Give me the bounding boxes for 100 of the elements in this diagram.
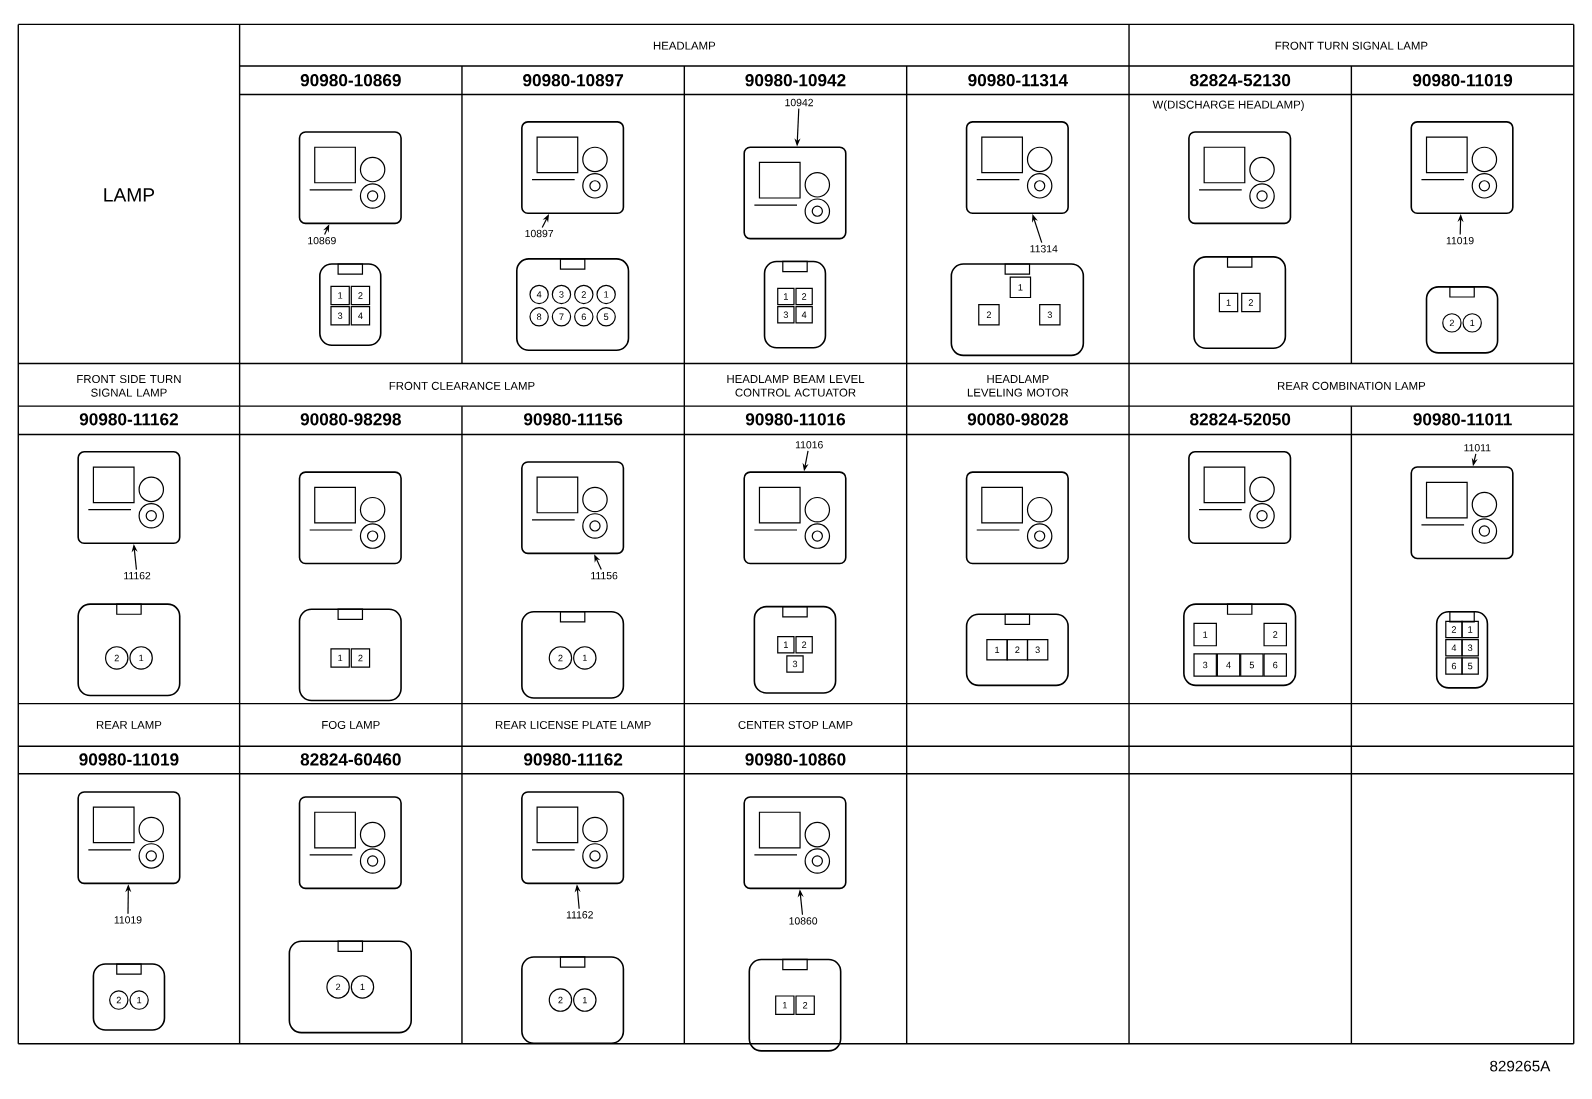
header-label: REAR LAMP <box>96 721 162 729</box>
connector-drawing <box>521 791 625 885</box>
pin-number: 3 <box>1039 304 1061 326</box>
leader-number: 10860 <box>789 917 818 925</box>
connector-drawing <box>743 146 847 240</box>
leader-number: 11011 <box>1464 444 1491 452</box>
connector-drawing <box>1410 121 1514 215</box>
pin-number: 7 <box>551 307 572 327</box>
connector-drawing <box>743 796 847 890</box>
pin-number: 5 <box>1240 653 1264 677</box>
part-number: 90980-11011 <box>1413 413 1512 426</box>
pin-number: 2 <box>1241 292 1261 313</box>
pin-number: 1 <box>573 646 597 670</box>
pin-number: 2 <box>795 636 813 654</box>
leader-number: 11019 <box>1446 236 1474 245</box>
part-number: 90980-10860 <box>745 753 846 766</box>
leader-number: 10869 <box>308 236 336 245</box>
header-label: REAR LICENSE PLATE LAMP <box>495 720 651 729</box>
connector-drawing <box>77 791 181 885</box>
leader-number: 10942 <box>785 98 813 107</box>
table-title: LAMP <box>104 188 155 202</box>
pin-number: 1 <box>1462 313 1482 333</box>
pin-number: 2 <box>105 646 129 670</box>
pin-number: 1 <box>330 285 350 306</box>
part-number: 90980-11019 <box>79 753 179 766</box>
part-number: 90080-98028 <box>967 413 1068 426</box>
pin-number: 1 <box>1461 620 1479 639</box>
pin-number: 3 <box>786 655 804 673</box>
connector-drawing <box>521 121 625 215</box>
pin-number: 1 <box>986 639 1008 661</box>
leader-number: 11162 <box>566 911 593 919</box>
pin-number: 2 <box>795 995 815 1015</box>
pin-number: 4 <box>795 306 813 324</box>
pin-number: 5 <box>596 307 616 327</box>
connector-drawing <box>521 461 625 555</box>
pin-number: 2 <box>978 304 1000 326</box>
pin-number: 3 <box>1461 639 1479 657</box>
pin-number: 6 <box>574 307 594 327</box>
pin-number: 1 <box>129 990 149 1010</box>
pin-number: 2 <box>574 284 594 305</box>
pin-number: 1 <box>775 995 795 1015</box>
pin-number: 2 <box>1445 620 1463 639</box>
header-label: REAR COMBINATION LAMP <box>1278 381 1426 390</box>
header-label: HEADLAMP <box>653 41 716 50</box>
pin-number: 1 <box>573 988 597 1012</box>
pin-number: 6 <box>1263 653 1287 677</box>
figure-code: 829265A <box>1490 1060 1551 1072</box>
leader-number: 11016 <box>795 441 823 449</box>
pin-number: 2 <box>1263 622 1287 647</box>
pin-number: 2 <box>1442 313 1462 333</box>
connector-drawing <box>77 451 181 544</box>
pin-number: 3 <box>1193 653 1217 677</box>
part-number: 90980-11162 <box>524 753 623 766</box>
pin-number: 2 <box>326 975 350 999</box>
leader-number: 11019 <box>114 916 142 924</box>
pin-number: 1 <box>1218 292 1239 313</box>
note-label: W(DISCHARGE HEADLAMP) <box>1152 100 1304 111</box>
pin-number: 4 <box>1445 639 1463 657</box>
pin-number: 3 <box>777 306 795 324</box>
connector-drawing <box>743 471 847 565</box>
part-number: 82824-52050 <box>1190 413 1291 426</box>
pin-number: 5 <box>1461 657 1479 675</box>
pin-number: 3 <box>330 306 350 326</box>
connector-drawing <box>1410 466 1514 560</box>
part-number: 82824-60460 <box>300 753 401 766</box>
pin-number: 4 <box>1216 653 1241 677</box>
leader-number: 11156 <box>591 572 618 580</box>
pin-number: 2 <box>795 287 813 306</box>
pin-number: 2 <box>548 646 573 670</box>
leader-number: 11162 <box>124 572 151 580</box>
pin-number: 1 <box>129 646 153 670</box>
pin-number: 1 <box>777 287 795 306</box>
header-label: FRONT SIDE TURN SIGNAL LAMP <box>77 375 181 397</box>
pin-number: 3 <box>1026 639 1049 661</box>
header-label: HEADLAMP BEAM LEVEL CONTROL ACTUATOR <box>727 375 865 397</box>
pin-number: 1 <box>1009 276 1032 299</box>
pin-number: 2 <box>109 990 129 1010</box>
leader-number: 11314 <box>1030 245 1058 253</box>
header-label: CENTER STOP LAMP <box>738 720 853 729</box>
pin-number: 6 <box>1445 657 1463 675</box>
pin-number: 8 <box>529 307 549 327</box>
part-number: 90080-98298 <box>300 413 401 426</box>
pin-number: 4 <box>529 284 549 305</box>
pin-number: 1 <box>1193 622 1217 647</box>
header-label: HEADLAMP LEVELING MOTOR <box>967 375 1069 397</box>
connector-drawing <box>298 131 402 225</box>
pin-number: 4 <box>350 306 371 326</box>
pin-number: 1 <box>330 648 350 668</box>
connector-drawing <box>965 121 1069 215</box>
pin-number: 1 <box>350 975 375 999</box>
header-label: FOG LAMP <box>322 720 380 729</box>
leader-number: 10897 <box>525 229 554 238</box>
pin-number: 2 <box>350 648 371 668</box>
header-label: FRONT CLEARANCE LAMP <box>389 381 535 390</box>
pin-number: 2 <box>350 285 371 306</box>
pin-number: 2 <box>1006 639 1029 661</box>
part-number: 82824-52130 <box>1190 74 1291 87</box>
header-label: FRONT TURN SIGNAL LAMP <box>1275 41 1428 50</box>
pin-number: 2 <box>548 988 573 1012</box>
pin-number: 1 <box>777 636 795 654</box>
